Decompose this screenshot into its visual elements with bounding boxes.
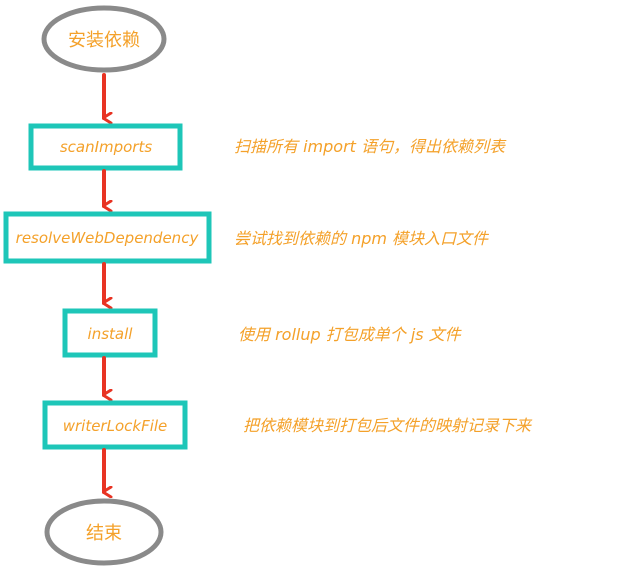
step-scanimports-desc: 扫描所有 import 语句，得出依赖列表 [234,137,507,156]
start-terminal: 安装依赖 [41,5,167,73]
step-scanimports-label: scanImports [60,138,153,156]
start-text: 安装依赖 [68,30,140,51]
step-scanimports-box [28,123,183,171]
step-install-label: install [88,325,134,343]
end-terminal: 结束 [44,498,164,566]
step-writerlockfile-box [42,400,188,450]
end-text: 结束 [86,523,122,544]
step-install-box [62,308,158,358]
step-writerlockfile-label: writerLockFile [63,417,168,435]
start-ellipse [41,5,167,73]
step-resolvewebdependency: resolveWebDependency [3,211,212,264]
step-resolvewebdependency-desc: 尝试找到依赖的 npm 模块入口文件 [234,229,490,248]
step-resolvewebdependency-box [3,211,212,264]
end-ellipse [44,498,164,566]
step-writerlockfile: writerLockFile [42,400,188,450]
step-install-desc: 使用 rollup 打包成单个 js 文件 [238,325,463,344]
step-writerlockfile-desc: 把依赖模块到打包后文件的映射记录下来 [243,416,533,435]
step-scanimports: scanImports [28,123,183,171]
step-resolvewebdependency-label: resolveWebDependency [16,229,200,247]
step-install: install [62,308,158,358]
